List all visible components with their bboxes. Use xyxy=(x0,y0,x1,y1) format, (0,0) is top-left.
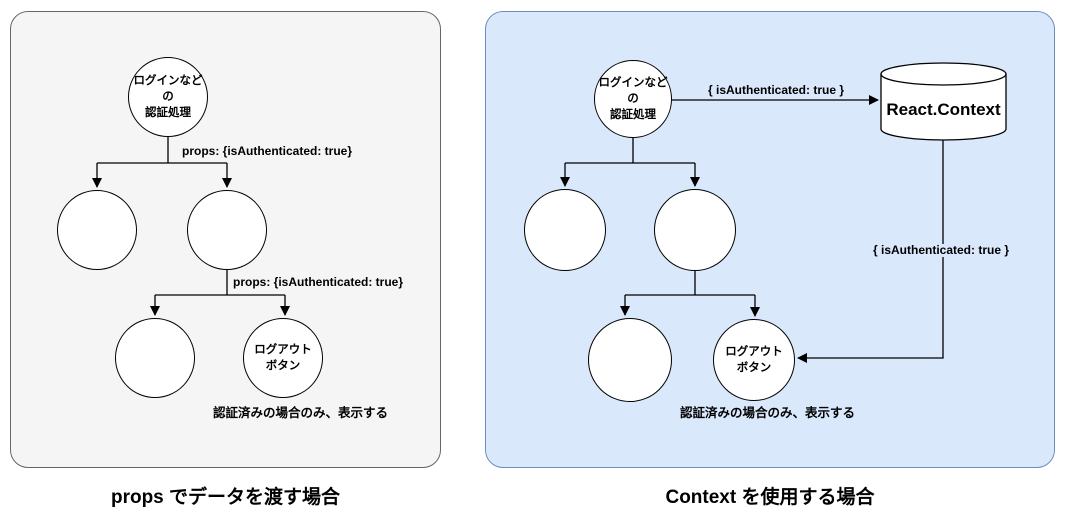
right-grandchild-node-1 xyxy=(588,318,672,402)
right-annotation: 認証済みの場合のみ、表示する xyxy=(680,406,856,420)
right-child-node-1 xyxy=(524,189,606,271)
left-grandchild-node-1 xyxy=(115,318,195,398)
left-child-node-1 xyxy=(57,190,137,270)
left-props-label-2: props: {isAuthenticated: true} xyxy=(233,275,404,289)
left-root-node: ログインなどの 認証処理 xyxy=(128,57,208,137)
left-logout-node: ログアウト ボタン xyxy=(243,318,323,398)
right-root-node: ログインなどの 認証処理 xyxy=(594,60,672,138)
right-to-context-label: { isAuthenticated: true } xyxy=(705,84,848,97)
right-caption: Context を使用する場合 xyxy=(665,487,875,508)
left-child-node-2 xyxy=(187,190,267,270)
right-child-node-2 xyxy=(654,189,736,271)
right-from-context-label: { isAuthenticated: true } xyxy=(870,244,1013,257)
right-logout-node: ログアウト ボタン xyxy=(713,319,795,401)
react-context-store: React.Context xyxy=(886,100,1001,119)
left-annotation: 認証済みの場合のみ、表示する xyxy=(213,406,389,420)
left-props-label-1: props: {isAuthenticated: true} xyxy=(182,144,353,158)
left-caption: props でデータを渡す場合 xyxy=(110,487,341,508)
